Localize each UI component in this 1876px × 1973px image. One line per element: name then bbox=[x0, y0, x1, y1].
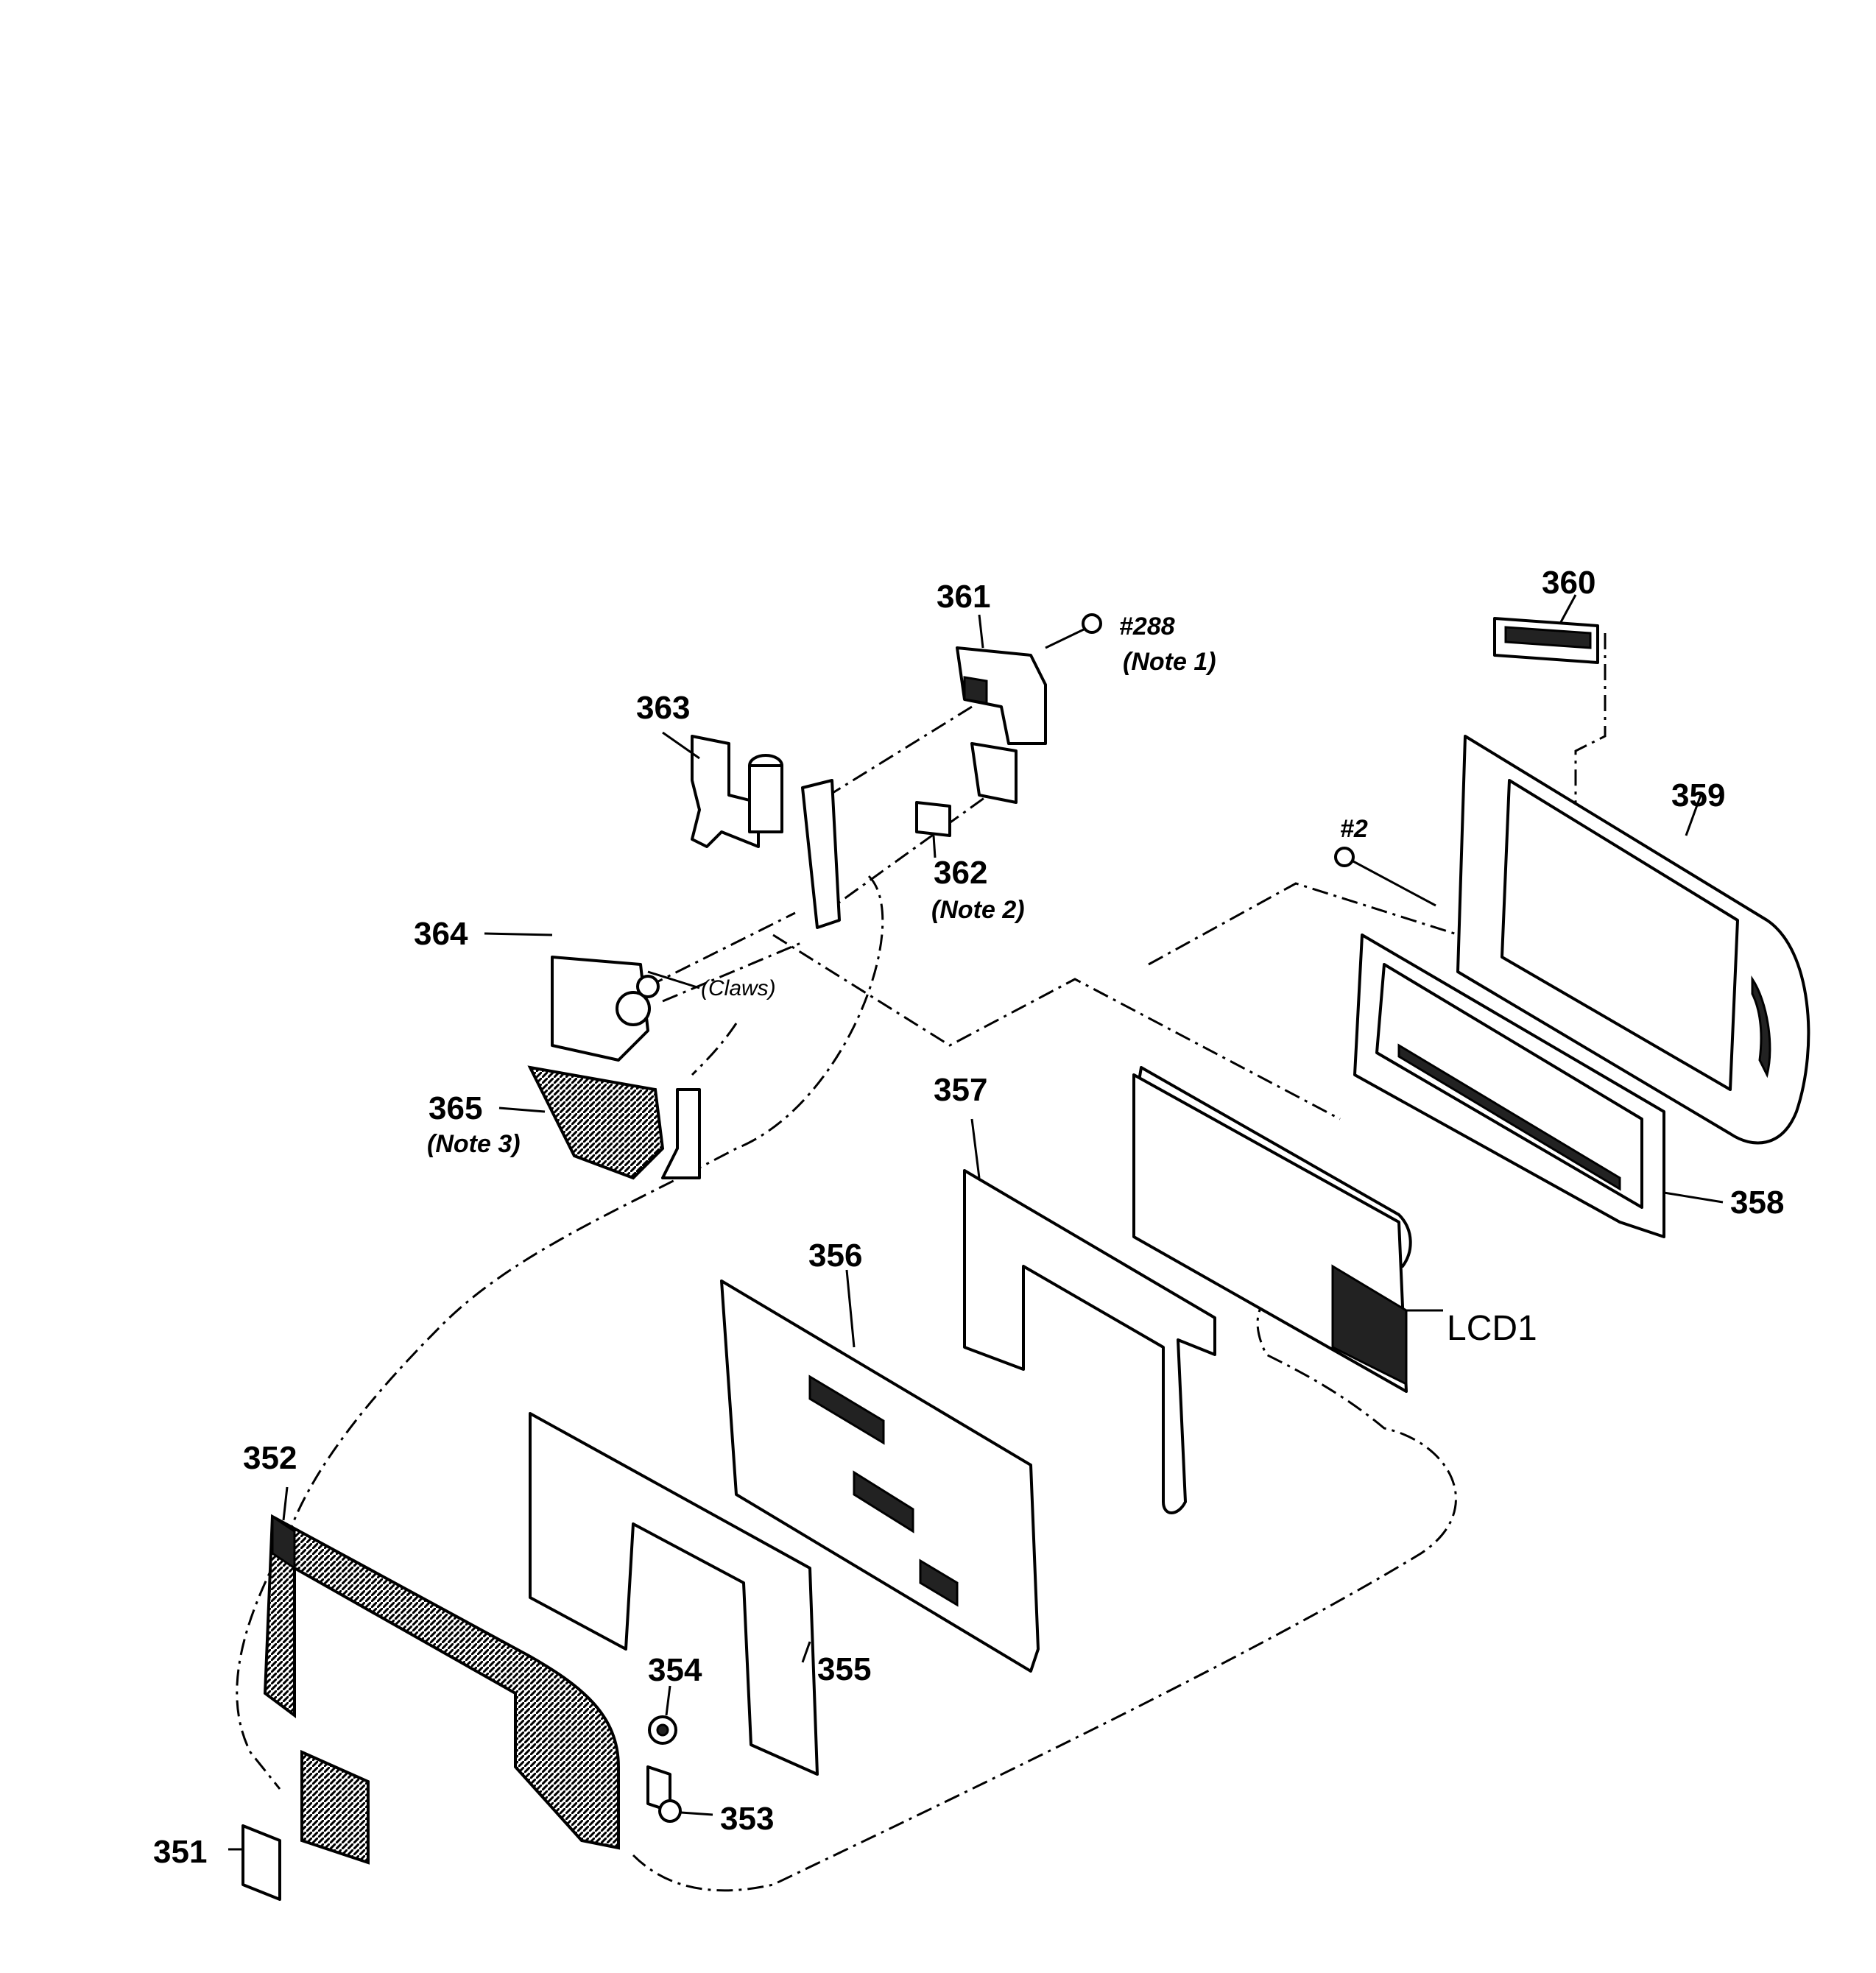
label-357: 357 bbox=[934, 1072, 987, 1108]
label-356: 356 bbox=[808, 1238, 862, 1274]
part-355-drawing bbox=[529, 1412, 819, 1776]
label-354: 354 bbox=[648, 1652, 702, 1688]
part-354-drawing bbox=[648, 1715, 677, 1745]
assembly-guide-middle bbox=[772, 933, 1341, 1120]
label-365: 365 bbox=[429, 1090, 482, 1126]
label-screw-2: #2 bbox=[1340, 815, 1368, 843]
note-1: (Note 1) bbox=[1123, 648, 1216, 676]
assembly-guide-outer bbox=[236, 875, 884, 1790]
label-360: 360 bbox=[1542, 565, 1595, 601]
part-356-drawing bbox=[720, 1280, 1040, 1673]
label-364: 364 bbox=[414, 916, 468, 952]
label-lcd1: LCD1 bbox=[1447, 1309, 1537, 1348]
part-362-drawing bbox=[915, 801, 951, 837]
part-358-drawing bbox=[1353, 933, 1665, 1238]
note-2: (Note 2) bbox=[931, 896, 1025, 924]
assembly-guide-364 bbox=[647, 911, 803, 1003]
label-363: 363 bbox=[636, 690, 690, 726]
part-357-drawing bbox=[963, 1169, 1216, 1514]
label-353: 353 bbox=[720, 1801, 774, 1837]
label-358: 358 bbox=[1730, 1185, 1784, 1221]
leader-lines bbox=[228, 594, 1724, 1851]
label-352: 352 bbox=[243, 1440, 297, 1476]
label-362: 362 bbox=[934, 855, 987, 891]
label-351: 351 bbox=[153, 1834, 207, 1870]
part-353-drawing bbox=[646, 1765, 682, 1823]
label-359: 359 bbox=[1671, 777, 1725, 813]
assembly-guide-361-363 bbox=[817, 705, 1009, 914]
part-359-drawing bbox=[1456, 735, 1810, 1145]
part-351-drawing bbox=[241, 1749, 370, 1901]
part-352-drawing bbox=[263, 1514, 620, 1850]
part-363-drawing bbox=[691, 735, 841, 929]
part-365-drawing bbox=[527, 1065, 701, 1180]
assembly-guide-claws bbox=[691, 1023, 738, 1076]
label-355: 355 bbox=[817, 1651, 871, 1687]
claws-label: (Claws) bbox=[701, 976, 776, 1000]
note-3: (Note 3) bbox=[427, 1130, 521, 1158]
label-361: 361 bbox=[937, 579, 990, 615]
part-360-drawing bbox=[1493, 617, 1599, 664]
screw-2-drawing bbox=[1334, 847, 1436, 907]
part-361-drawing bbox=[956, 646, 1047, 804]
label-screw-288: #288 bbox=[1119, 613, 1175, 640]
lcd1-drawing bbox=[1132, 1066, 1412, 1393]
screw-288-drawing bbox=[1045, 613, 1102, 649]
part-364-drawing bbox=[551, 956, 660, 1062]
